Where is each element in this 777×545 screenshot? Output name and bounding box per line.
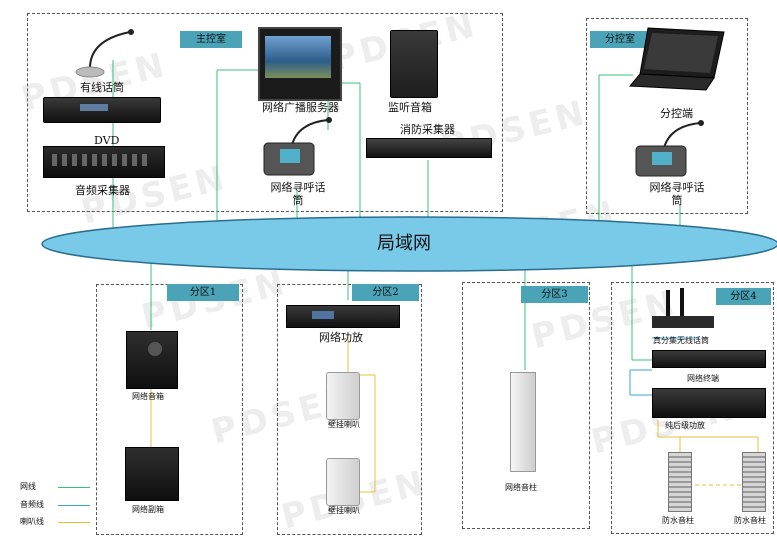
fire-collector-icon	[366, 138, 492, 158]
audio-collector-knobs-icon	[52, 154, 152, 166]
paging-mic-branch-label: 网络寻呼话筒	[649, 181, 705, 207]
zone3-boundary	[462, 282, 590, 529]
network-speaker-label: 网络音箱	[132, 392, 164, 401]
wireless-mic-icon	[652, 288, 714, 328]
network-amp-icon	[286, 305, 400, 328]
column-speaker-icon	[510, 372, 536, 472]
wall-speaker-1-label: 壁挂喇叭	[328, 420, 360, 429]
network-terminal-icon	[652, 350, 766, 368]
tag-zone2: 分区2	[352, 284, 419, 301]
legend-speaker-cable-label: 喇叭线	[20, 517, 44, 526]
legend-audio-cable-label: 音频线	[20, 500, 44, 509]
laptop-icon	[628, 27, 725, 91]
branch-terminal-label: 分控端	[660, 107, 693, 120]
tag-branch-control-room: 分控室	[590, 31, 650, 48]
zone2-boundary	[277, 284, 422, 535]
wall-speaker-2-label: 壁挂喇叭	[328, 506, 360, 515]
network-speaker-icon	[126, 331, 178, 389]
branch-control-room-boundary	[586, 18, 748, 214]
column-speaker-label: 网络音柱	[505, 483, 537, 492]
legend-audio-cable-swatch	[58, 505, 90, 506]
paging-mic-main-icon	[263, 117, 332, 176]
tag-main-control-room: 主控室	[180, 31, 242, 48]
fire-collector-label: 消防采集器	[400, 123, 455, 136]
waterproof-column-1-icon	[668, 452, 692, 512]
network-amp-label: 网络功放	[319, 331, 363, 344]
network-terminal-label: 网络终端	[687, 374, 719, 383]
wall-speaker-1-icon	[326, 372, 360, 420]
waterproof-column-2-label: 防水音柱	[734, 516, 766, 525]
monitor-speaker-icon	[390, 30, 438, 98]
wired-microphone-icon	[75, 29, 134, 78]
tag-zone1: 分区1	[167, 284, 239, 301]
zone4-boundary	[611, 282, 774, 534]
tag-zone4: 分区4	[716, 288, 771, 305]
rack-display-icon	[80, 104, 108, 111]
monitor-speaker-label: 监听音箱	[388, 101, 432, 114]
pure-amp-icon	[652, 388, 766, 418]
wall-speaker-2-icon	[326, 458, 360, 506]
audio-collector-label: 音频采集器	[75, 184, 130, 197]
waterproof-column-2-icon	[742, 452, 766, 512]
pure-amp-label: 纯后级功放	[665, 421, 705, 430]
network-speaker-cone-icon	[148, 342, 162, 356]
main-control-room-boundary	[27, 13, 503, 212]
tag-zone3: 分区3	[521, 286, 588, 303]
paging-mic-branch-icon	[635, 120, 704, 177]
wireless-mic-label: 真分集无线话筒	[653, 336, 709, 345]
server-screen-icon	[265, 36, 331, 78]
legend-network-cable-label: 网线	[20, 482, 36, 491]
waterproof-column-1-label: 防水音柱	[662, 516, 694, 525]
lan-label: 局域网	[377, 233, 431, 254]
dvd-label: DVD	[94, 134, 120, 147]
paging-mic-main-label: 网络寻呼话筒	[270, 181, 326, 207]
legend-speaker-cable-swatch	[58, 522, 90, 523]
subwoofer-label: 网络副箱	[132, 505, 164, 514]
legend-network-cable-swatch	[58, 487, 90, 488]
network-amp-display-icon	[312, 311, 334, 319]
subwoofer-icon	[125, 447, 179, 501]
broadcast-server-label: 网络广播服务器	[262, 101, 339, 114]
wired-mic-label: 有线话筒	[80, 81, 124, 94]
